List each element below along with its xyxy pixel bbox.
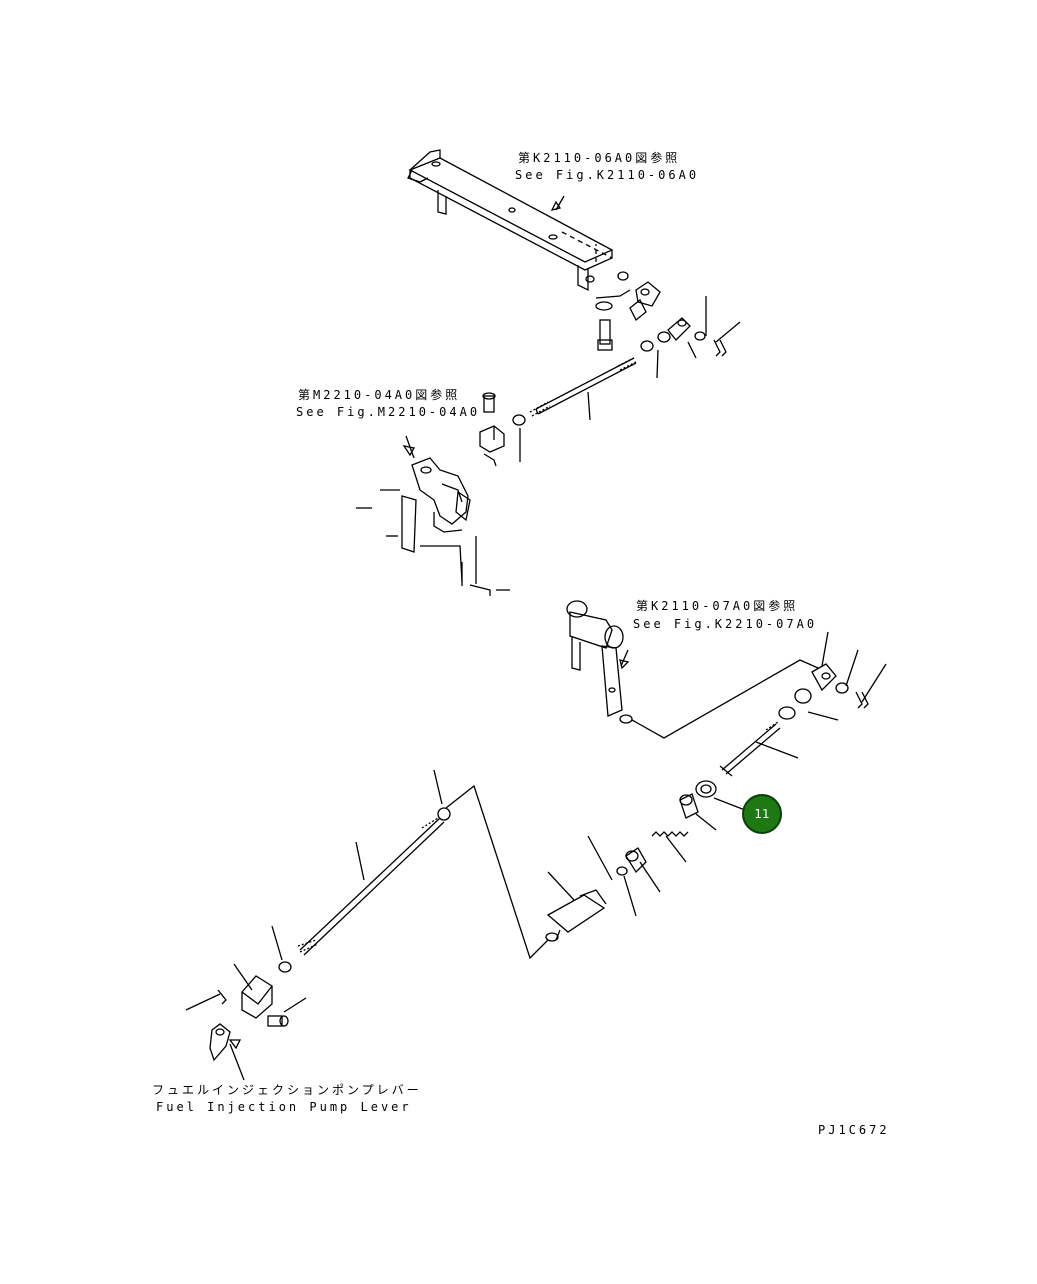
top-rod-end xyxy=(640,317,706,352)
ref-top-jp: 第K2110-06A0図参照 xyxy=(518,151,681,165)
ref-middle-jp: 第M2210-04A0図参照 xyxy=(298,388,461,402)
part-callout-11[interactable]: 11 xyxy=(742,794,782,834)
drawing-code: PJ1C672 xyxy=(818,1123,890,1137)
reference-arrows xyxy=(402,200,630,670)
right-link-rod xyxy=(631,659,819,739)
right-cotter-pin xyxy=(855,691,869,709)
pump-lever-en: Fuel Injection Pump Lever xyxy=(156,1100,412,1114)
ref-top-en: See Fig.K2110-06A0 xyxy=(515,168,700,182)
lower-bolt xyxy=(267,1015,289,1027)
part-callout-number: 11 xyxy=(754,807,770,821)
ref-middle-en: See Fig.M2210-04A0 xyxy=(296,405,481,419)
right-nut-spring xyxy=(616,780,717,876)
upper-rod xyxy=(512,357,637,426)
lower-long-rod xyxy=(278,807,451,973)
right-pipe-lever xyxy=(566,600,633,724)
pump-lever-arm xyxy=(209,1023,245,1081)
top-clevis xyxy=(629,281,661,322)
leader-lines-right xyxy=(547,631,887,917)
engine-outline xyxy=(356,489,510,596)
middle-lever xyxy=(405,435,497,525)
leader-lines-top xyxy=(519,195,741,462)
middle-bolt xyxy=(482,392,496,413)
top-bracket xyxy=(407,149,629,292)
ref-right-jp: 第K2110-07A0図参照 xyxy=(636,599,799,613)
pump-lever-jp: フュエルインジェクションポンプレバー xyxy=(152,1083,422,1097)
lower-link-line xyxy=(445,784,549,960)
lower-cotter-pin xyxy=(217,989,227,1005)
lower-block xyxy=(241,975,273,1019)
top-cotter-pin xyxy=(713,339,727,357)
ref-right-en: See Fig.K2210-07A0 xyxy=(633,617,818,631)
right-rod-end xyxy=(778,663,849,720)
middle-block xyxy=(479,425,505,453)
damper-cylinder xyxy=(545,889,607,942)
leader-lines-lower xyxy=(185,769,443,1013)
top-washer-bolt xyxy=(595,289,631,351)
right-threaded-rod xyxy=(719,721,781,777)
